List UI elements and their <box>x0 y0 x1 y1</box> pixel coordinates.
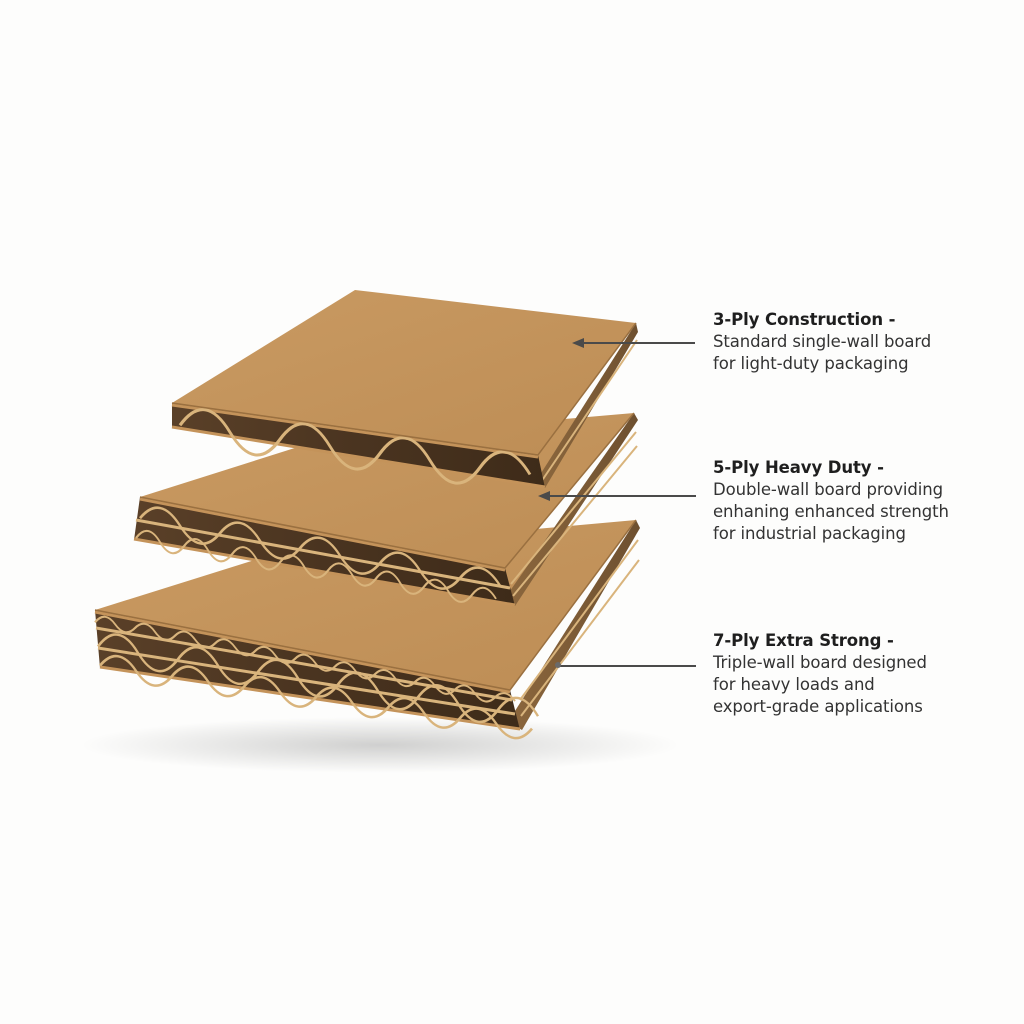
leader-line-5ply <box>538 491 696 501</box>
label-5ply: 5-Ply Heavy Duty - Double-wall board pro… <box>713 457 949 545</box>
leader-line-7ply <box>555 662 696 668</box>
label-7ply: 7-Ply Extra Strong - Triple-wall board d… <box>713 630 927 718</box>
label-title: 3-Ply Construction - <box>713 310 896 329</box>
ground-shadow <box>80 717 680 773</box>
label-description: for heavy loads and <box>713 675 875 694</box>
label-title: 5-Ply Heavy Duty - <box>713 458 884 477</box>
label-description: for light-duty packaging <box>713 354 909 373</box>
label-title: 7-Ply Extra Strong - <box>713 631 894 650</box>
label-description: Double-wall board providing <box>713 480 943 499</box>
label-3ply: 3-Ply Construction - Standard single-wal… <box>713 309 931 375</box>
label-description: export-grade applications <box>713 697 923 716</box>
board-3ply <box>171 290 638 489</box>
label-description: Standard single-wall board <box>713 332 932 351</box>
leader-line-3ply <box>572 338 695 348</box>
label-description: for industrial packaging <box>713 524 906 543</box>
label-description: enhaning enhanced strength <box>713 502 949 521</box>
arrow-left-icon <box>538 491 550 501</box>
arrow-left-icon <box>572 338 584 348</box>
label-description: Triple-wall board designed <box>713 653 927 672</box>
